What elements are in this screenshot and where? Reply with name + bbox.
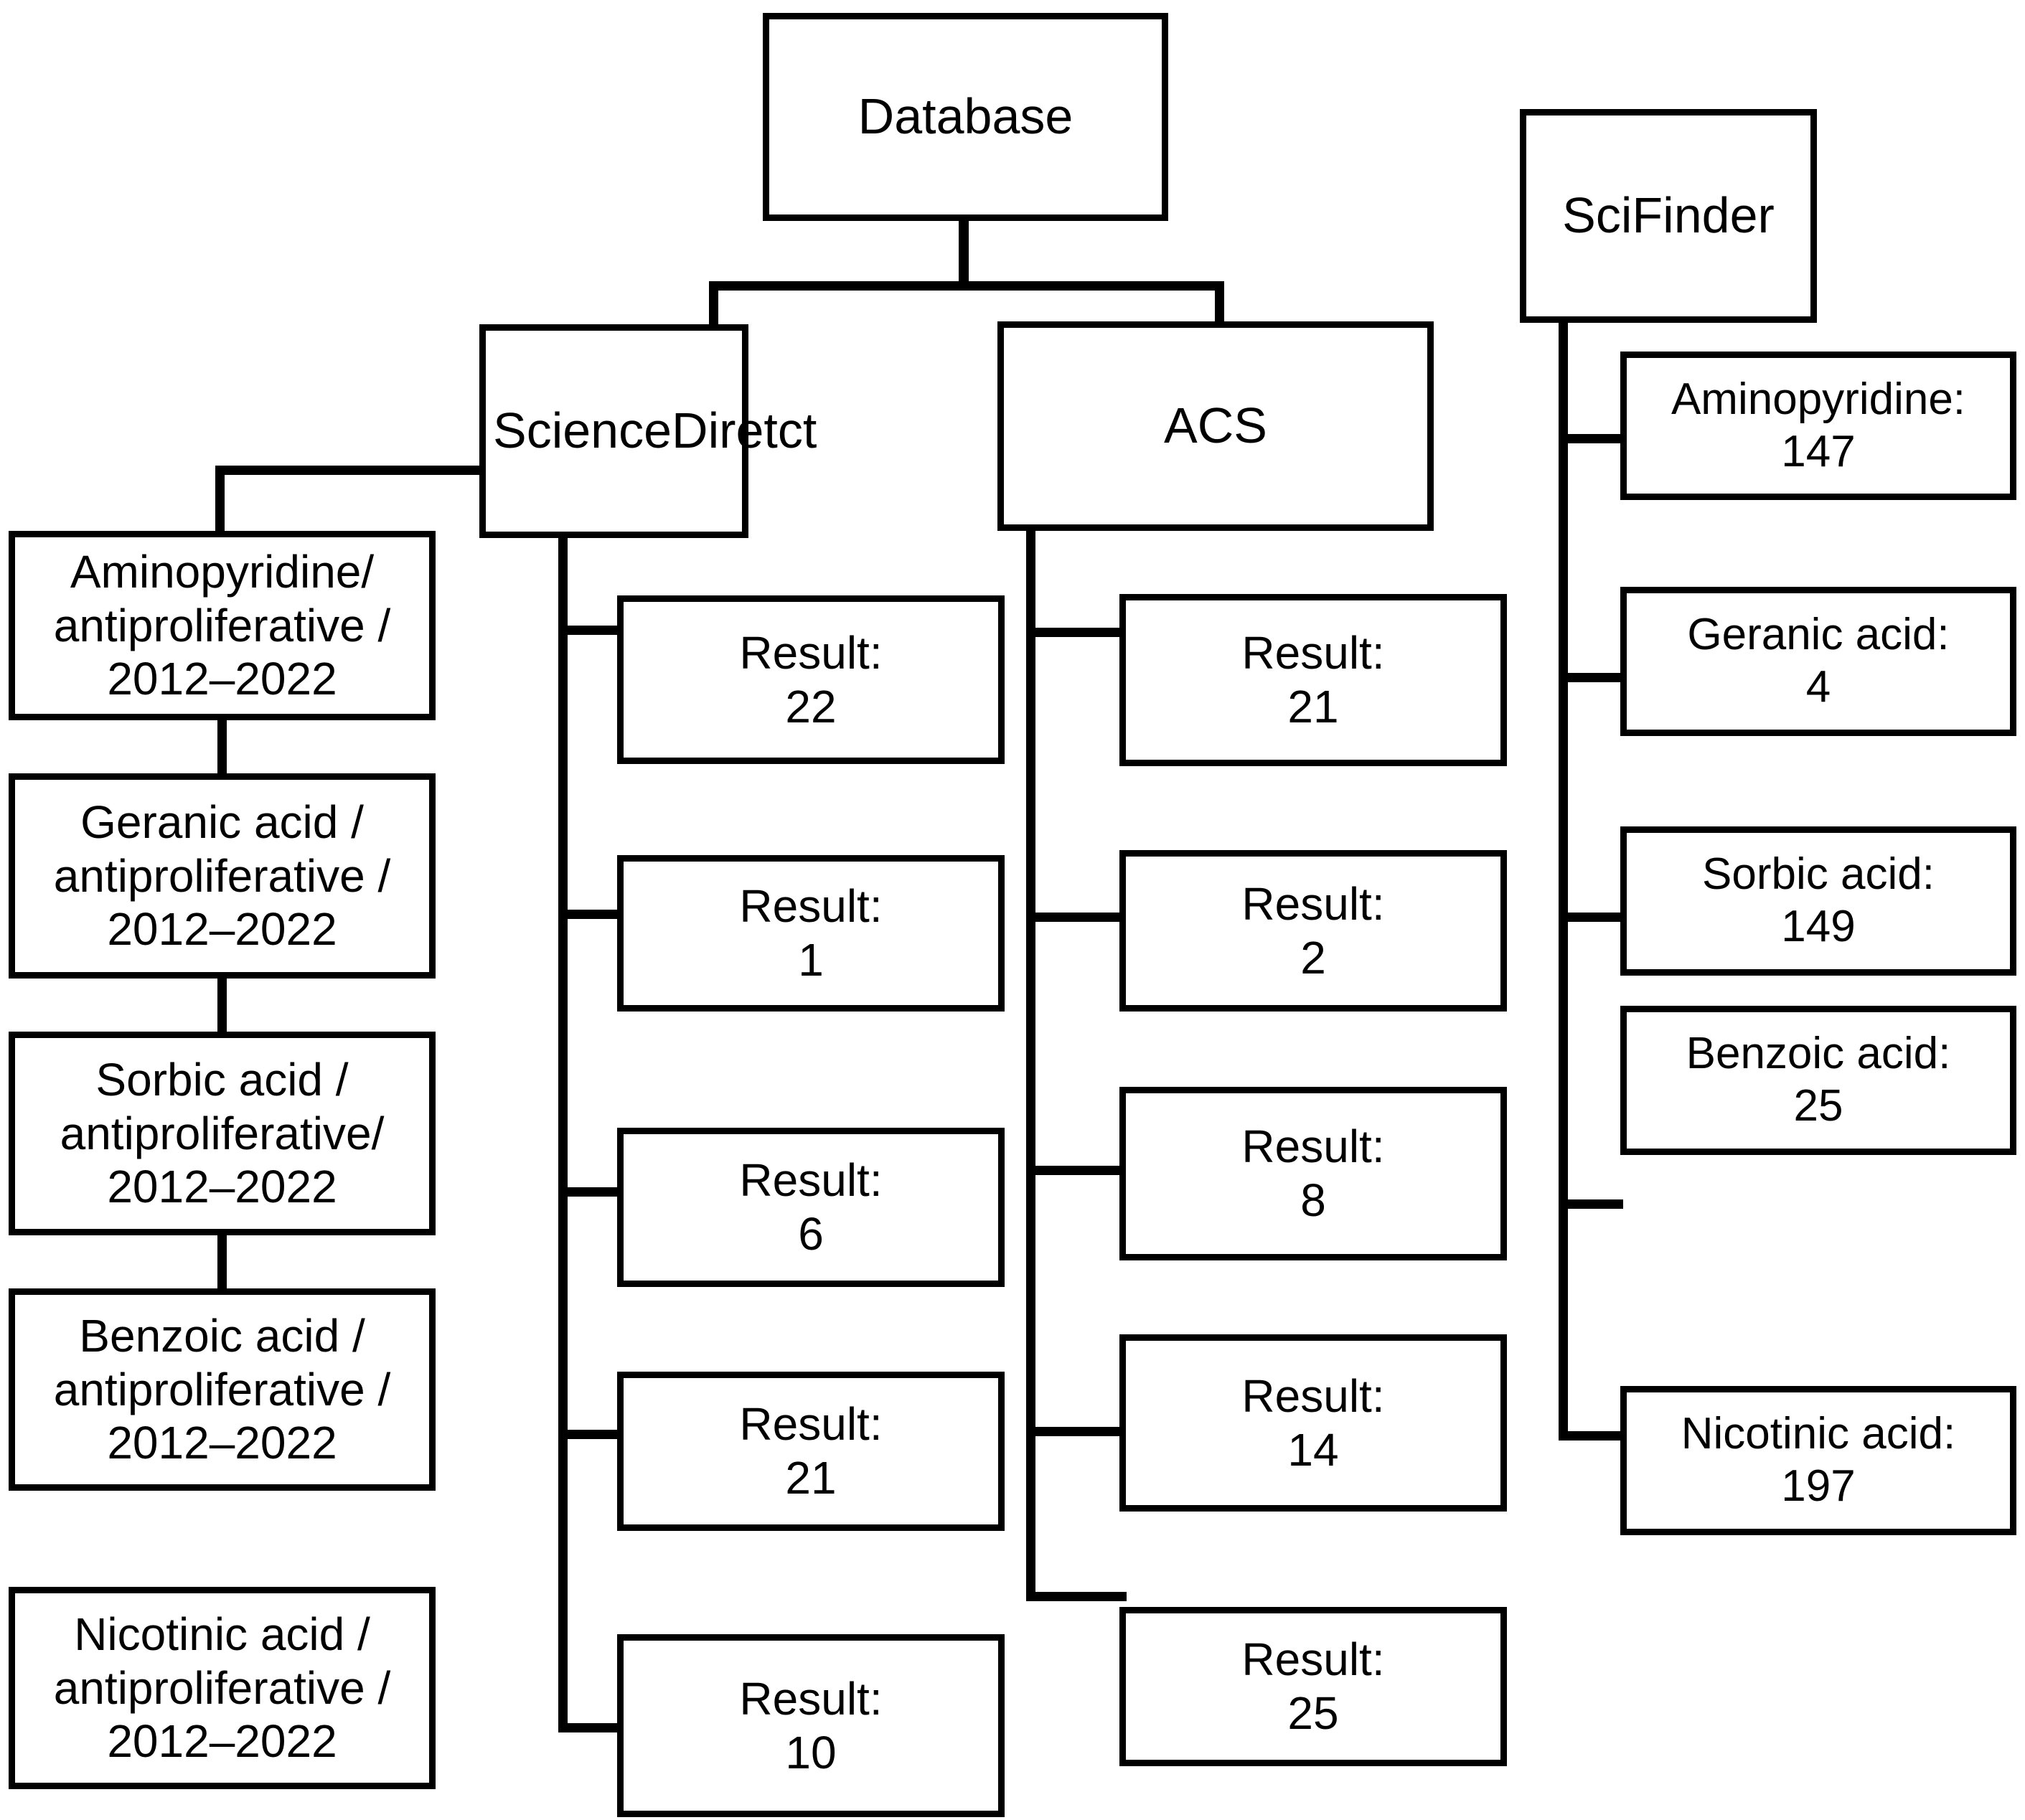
- connector-scifinder-stub-5: [1559, 1431, 1623, 1441]
- node-acs-result-2[interactable]: Result: 2: [1119, 850, 1507, 1012]
- node-acs-result-2-label: Result: 2: [1241, 877, 1385, 984]
- connector-scifinder-results-trunk: [1559, 317, 1568, 1440]
- connector-sd-stub-2: [558, 910, 623, 919]
- connector-sd-stub-1: [558, 626, 623, 635]
- connector-query-3-4: [217, 1232, 227, 1291]
- node-sd-result-1-label: Result: 22: [739, 626, 883, 732]
- node-query-aminopyridine-label: Aminopyridine/ antiproliferative / 2012–…: [53, 545, 391, 705]
- connector-acs-stub-4: [1026, 1427, 1127, 1436]
- node-database[interactable]: Database: [763, 13, 1168, 221]
- node-sciencedirect[interactable]: ScienceDiretct: [479, 324, 817, 538]
- node-sd-result-1[interactable]: Result: 22: [617, 595, 1005, 764]
- node-query-nicotinic-acid[interactable]: Nicotinic acid / antiproliferative / 201…: [9, 1587, 436, 1789]
- connector-scifinder-stub-4: [1559, 1199, 1623, 1209]
- node-database-label: Database: [858, 88, 1073, 145]
- connector-acs-stub-2: [1026, 913, 1127, 922]
- node-query-geranic-acid[interactable]: Geranic acid / antiproliferative / 2012–…: [9, 773, 436, 979]
- node-sd-result-5-label: Result: 10: [739, 1672, 883, 1778]
- node-scifinder-result-4-label: Benzoic acid: 25: [1686, 1029, 1951, 1131]
- connector-acs-stub-1: [1026, 628, 1127, 637]
- node-sd-result-5[interactable]: Result: 10: [617, 1634, 1005, 1817]
- node-scifinder-result-3-label: Sorbic acid: 149: [1702, 849, 1935, 951]
- connector-database-stem: [959, 215, 969, 290]
- node-sd-result-4[interactable]: Result: 21: [617, 1372, 1005, 1531]
- node-sciencedirect-label: ScienceDiretct: [493, 402, 817, 459]
- connector-acs-stub-5: [1026, 1592, 1127, 1601]
- node-acs-result-4[interactable]: Result: 14: [1119, 1334, 1507, 1512]
- node-acs-result-4-label: Result: 14: [1241, 1369, 1385, 1476]
- connector-scifinder-stub-3: [1559, 913, 1623, 922]
- connector-acs-stub-3: [1026, 1166, 1127, 1175]
- connector-scifinder-stub-2: [1559, 673, 1623, 682]
- node-query-aminopyridine[interactable]: Aminopyridine/ antiproliferative / 2012–…: [9, 531, 436, 720]
- connector-sd-stub-4: [558, 1430, 623, 1439]
- connector-to-acs: [1215, 281, 1224, 329]
- node-acs-result-3-label: Result: 8: [1241, 1121, 1385, 1226]
- node-query-sorbic-acid[interactable]: Sorbic acid / antiproliferative/ 2012–20…: [9, 1032, 436, 1235]
- node-acs-result-5[interactable]: Result: 25: [1119, 1607, 1507, 1766]
- connector-sciencedirect-to-queries-h: [215, 466, 487, 475]
- node-acs[interactable]: ACS: [997, 321, 1434, 531]
- node-query-benzoic-acid-label: Benzoic acid / antiproliferative / 2012–…: [53, 1309, 391, 1469]
- node-query-nicotinic-acid-label: Nicotinic acid / antiproliferative / 201…: [53, 1608, 391, 1768]
- node-sd-result-2-label: Result: 1: [739, 880, 883, 986]
- node-acs-result-1[interactable]: Result: 21: [1119, 594, 1507, 766]
- node-scifinder-result-1-label: Aminopyridine: 147: [1671, 374, 1966, 476]
- node-scifinder-label: SciFinder: [1562, 187, 1775, 244]
- node-acs-result-3[interactable]: Result: 8: [1119, 1087, 1507, 1260]
- node-scifinder-result-1[interactable]: Aminopyridine: 147: [1620, 352, 2016, 500]
- node-query-sorbic-acid-label: Sorbic acid / antiproliferative/ 2012–20…: [60, 1053, 385, 1213]
- connector-query-2-3: [217, 976, 227, 1034]
- node-scifinder-result-2-label: Geranic acid: 4: [1687, 610, 1950, 712]
- node-scifinder-result-5-label: Nicotinic acid: 197: [1681, 1409, 1956, 1511]
- node-scifinder-result-3[interactable]: Sorbic acid: 149: [1620, 826, 2016, 976]
- node-acs-label: ACS: [1164, 397, 1267, 454]
- node-acs-result-1-label: Result: 21: [1241, 627, 1385, 732]
- node-query-geranic-acid-label: Geranic acid / antiproliferative / 2012–…: [53, 796, 391, 956]
- node-scifinder-result-4[interactable]: Benzoic acid: 25: [1620, 1006, 2016, 1155]
- connector-sd-stub-5: [558, 1723, 623, 1732]
- node-sd-result-2[interactable]: Result: 1: [617, 855, 1005, 1012]
- connector-database-bar: [709, 281, 1224, 291]
- connector-sd-stub-3: [558, 1187, 623, 1197]
- node-scifinder-result-2[interactable]: Geranic acid: 4: [1620, 587, 2016, 736]
- node-scifinder-result-5[interactable]: Nicotinic acid: 197: [1620, 1386, 2016, 1535]
- node-scifinder[interactable]: SciFinder: [1520, 109, 1817, 323]
- connector-query-1-2: [217, 717, 227, 776]
- connector-acs-results-trunk: [1026, 527, 1035, 1601]
- node-acs-result-5-label: Result: 25: [1241, 1633, 1385, 1739]
- node-sd-result-4-label: Result: 21: [739, 1398, 883, 1504]
- node-sd-result-3-label: Result: 6: [739, 1154, 883, 1260]
- node-sd-result-3[interactable]: Result: 6: [617, 1128, 1005, 1287]
- node-query-benzoic-acid[interactable]: Benzoic acid / antiproliferative / 2012–…: [9, 1288, 436, 1491]
- connector-sciencedirect-results-trunk: [558, 532, 568, 1732]
- connector-sciencedirect-to-queries-v: [215, 466, 225, 536]
- connector-scifinder-stub-1: [1559, 434, 1623, 443]
- connector-to-sciencedirect: [709, 281, 718, 331]
